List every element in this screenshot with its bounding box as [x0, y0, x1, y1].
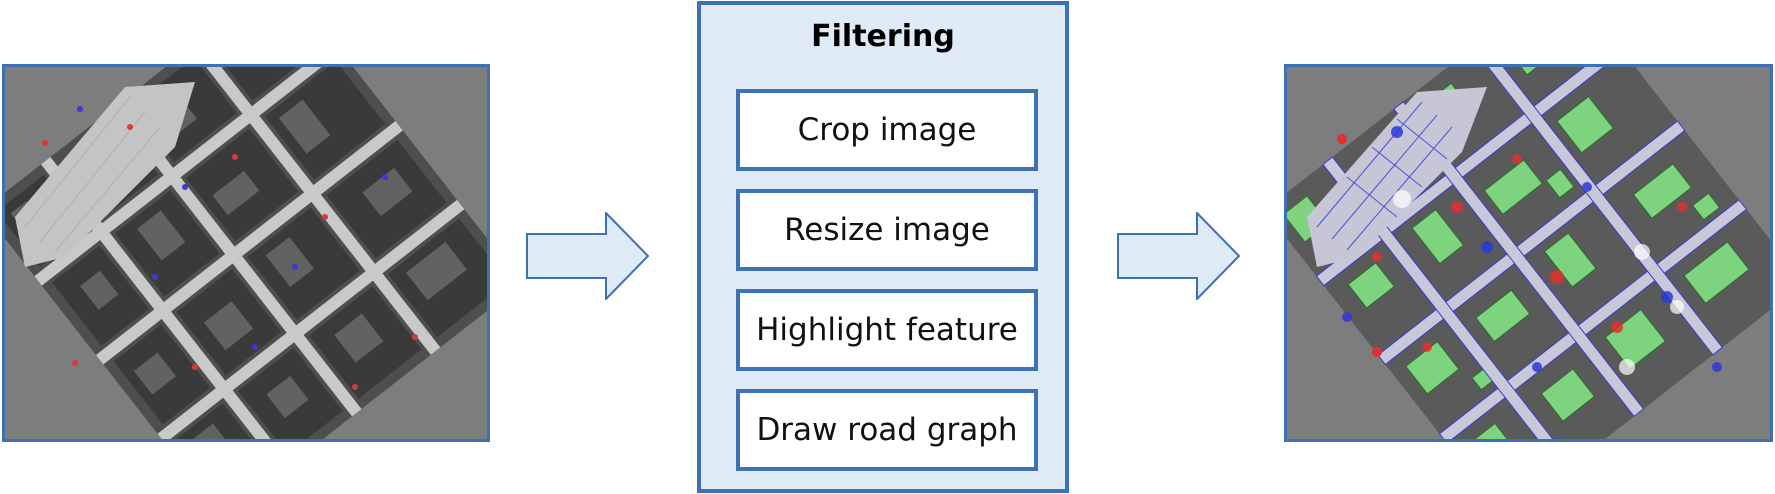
output-map-drawing — [1287, 67, 1770, 439]
input-map-image — [2, 64, 490, 442]
highlight-feature-step: Highlight feature — [736, 289, 1038, 371]
filtering-title: Filtering — [811, 19, 955, 54]
filtering-panel: Filtering Crop image Resize image Highli… — [697, 1, 1069, 493]
draw-road-graph-step: Draw road graph — [736, 389, 1038, 471]
input-map-drawing — [5, 67, 487, 439]
right-arrow-icon — [1117, 212, 1241, 300]
crop-image-step: Crop image — [736, 89, 1038, 171]
right-arrow-icon — [526, 212, 650, 300]
resize-image-step: Resize image — [736, 189, 1038, 271]
output-map-image — [1284, 64, 1773, 442]
